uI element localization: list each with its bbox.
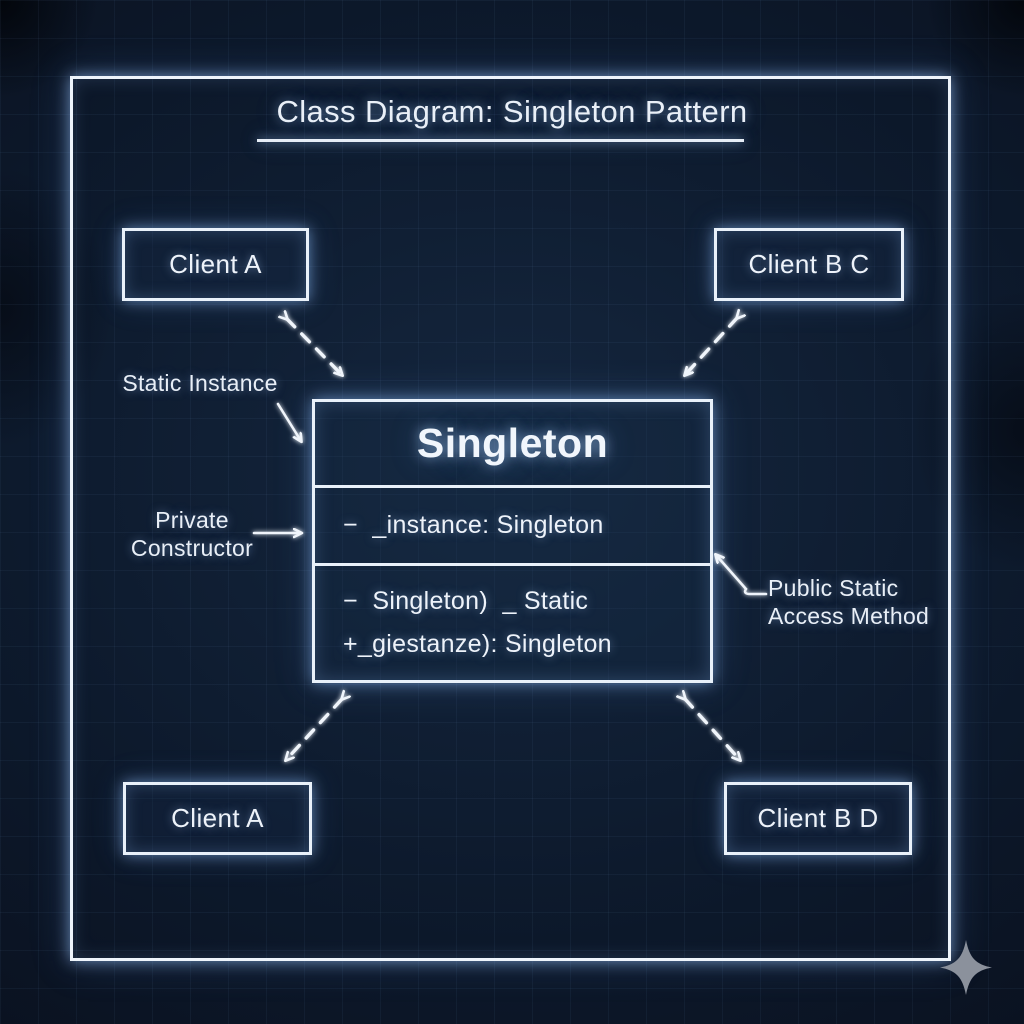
singleton-attribute: − _instance: Singleton (343, 511, 604, 539)
singleton-method: − Singleton) _ Static (343, 587, 589, 615)
singleton-class-box: Singleton − _instance: Singleton − Singl… (312, 399, 713, 683)
singleton-method: +_giestanze): Singleton (343, 630, 612, 658)
diagram-frame (70, 76, 951, 961)
client-box-top-left: Client A (122, 228, 309, 301)
public-static-access-label: Public Static Access Method (768, 575, 930, 629)
diagram-title: Class Diagram: Singleton Pattern (276, 94, 748, 129)
client-box-bottom-right: Client B D (724, 782, 912, 855)
client-label: Client A (169, 249, 262, 279)
static-instance-label: Static Instance (122, 370, 278, 396)
singleton-class-name: Singleton (315, 402, 710, 488)
client-box-top-right: Client B C (714, 228, 904, 301)
private-constructor-label: Private Constructor (130, 507, 254, 561)
client-label: Client A (171, 803, 264, 833)
singleton-attributes-compartment: − _instance: Singleton (315, 488, 710, 566)
client-box-bottom-left: Client A (123, 782, 312, 855)
title-underline (257, 139, 744, 142)
client-label: Client B D (757, 803, 879, 833)
singleton-methods-compartment: − Singleton) _ Static +_giestanze): Sing… (315, 566, 710, 680)
client-label: Client B C (748, 249, 870, 279)
